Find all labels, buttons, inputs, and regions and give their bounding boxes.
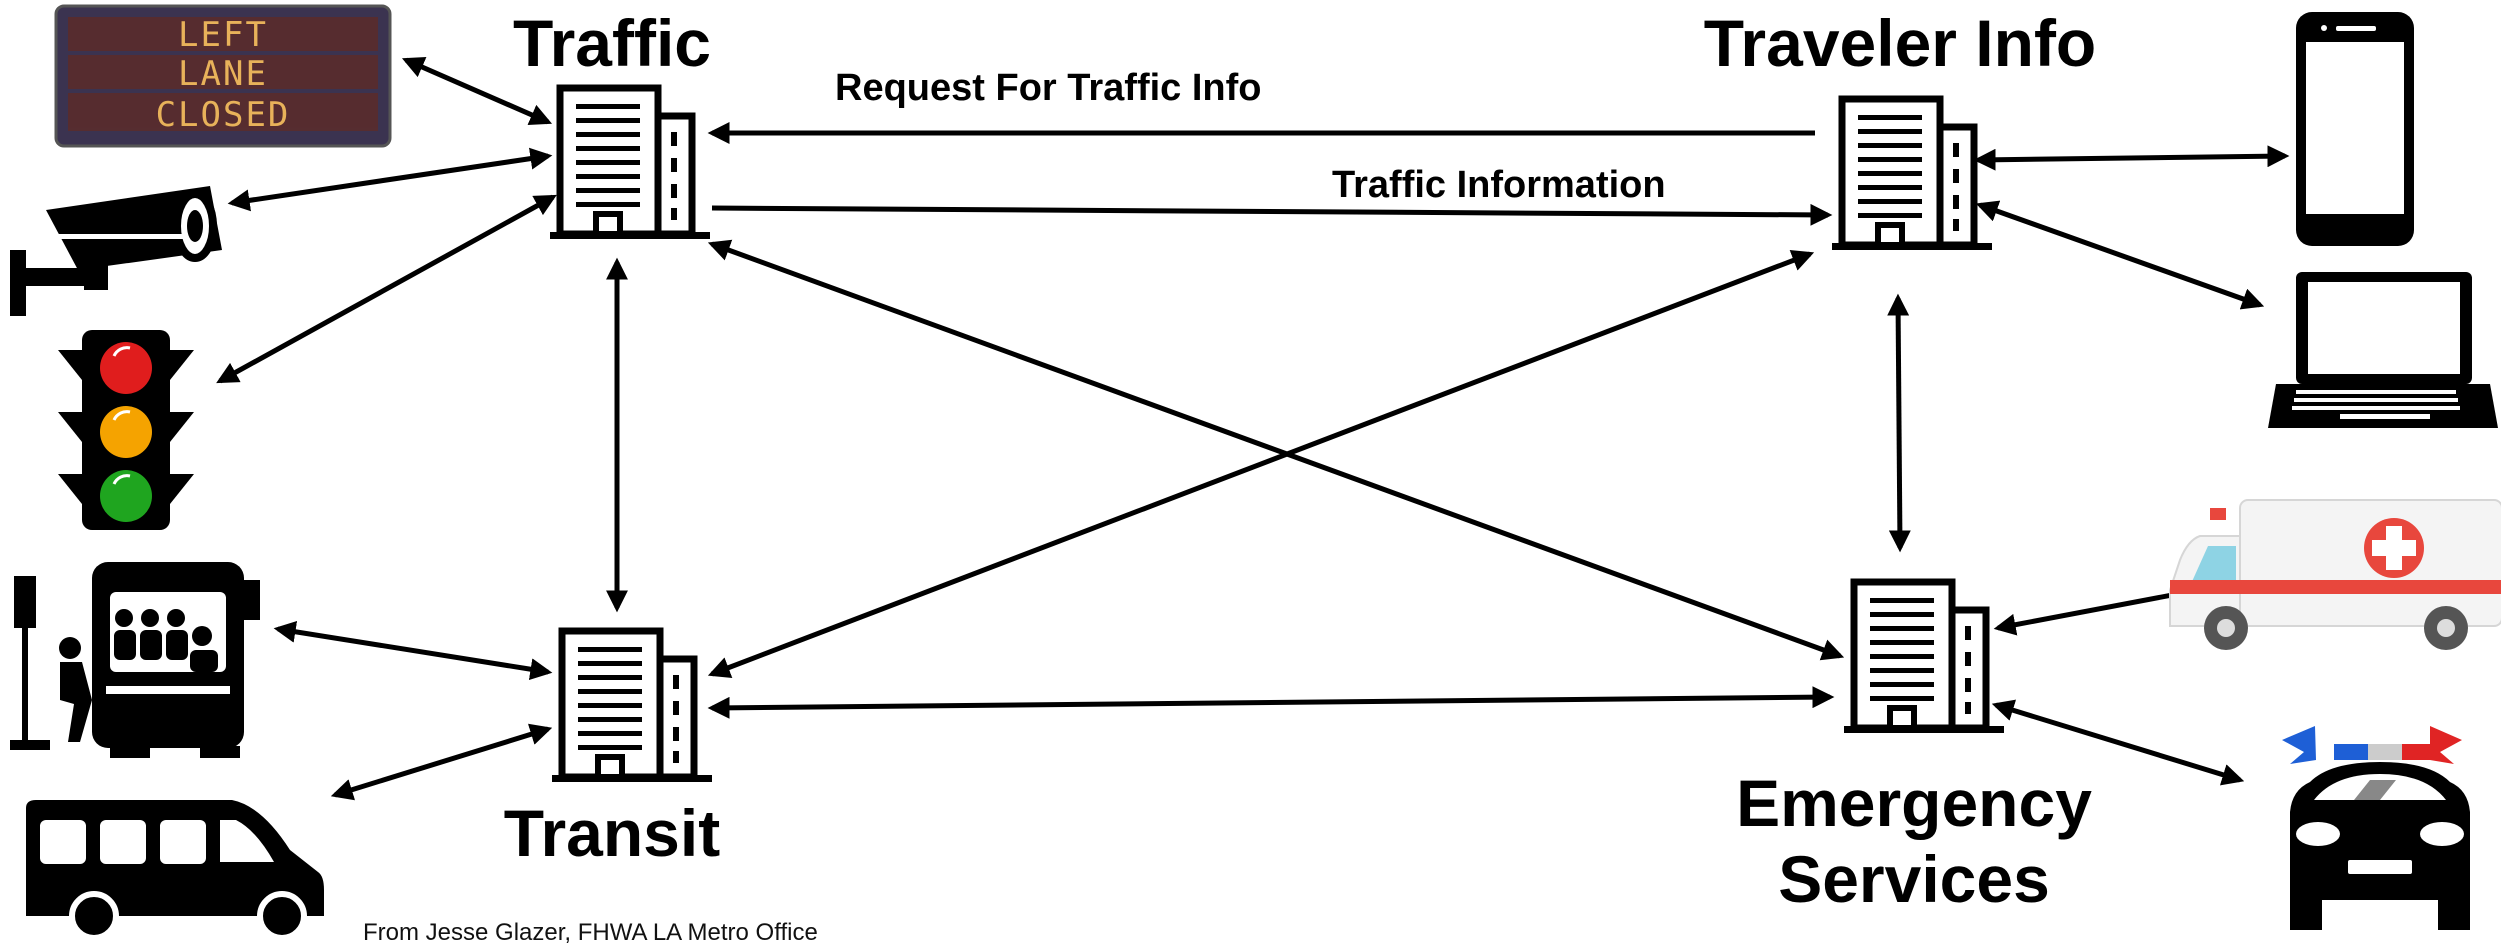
van-icon: [26, 800, 324, 941]
arrow-traveler-laptop: [1975, 200, 2265, 310]
building-icon: [552, 631, 712, 782]
building-icon: [1844, 582, 2004, 733]
arrow-traveler-emergency: [1887, 293, 1911, 553]
emergency-title-line2: Services: [1778, 842, 2050, 916]
arrow-camera-traffic: [227, 147, 553, 212]
transit-title: Transit: [504, 796, 720, 870]
traveler-info-center: Traveler Info: [1704, 6, 2097, 250]
arrow-traffic-information: [711, 203, 1833, 226]
arrow-van-transit: [330, 723, 553, 801]
traffic-light-icon: [58, 330, 194, 530]
sign-line-2: LANE: [178, 54, 268, 94]
traffic-title: Traffic: [513, 6, 711, 80]
ambulance-icon: [2169, 499, 2501, 650]
credit-text: From Jesse Glazer, FHWA LA Metro Office: [363, 919, 818, 943]
arrow-signal-traffic: [216, 194, 557, 384]
arrow-transit-traveler-info: [707, 250, 1815, 678]
emergency-title-line1: Emergency: [1736, 766, 2092, 840]
police-car-icon: [2282, 726, 2470, 930]
emergency-services-center: Emergency Services: [1736, 582, 2092, 916]
arrow-sign-traffic: [401, 56, 553, 126]
arrow-emergency-police: [1991, 699, 2245, 786]
transit-center: Transit: [504, 631, 720, 870]
traffic-center: Traffic: [513, 6, 711, 239]
building-icon: [1832, 99, 1992, 250]
sign-line-3: CLOSED: [156, 95, 291, 135]
bus-icon: [10, 562, 260, 758]
message-sign-icon: LEFT LANE CLOSED: [54, 4, 392, 148]
traveler-info-title: Traveler Info: [1704, 6, 2097, 80]
arrow-bus-transit: [273, 620, 553, 681]
sign-line-1: LEFT: [178, 15, 268, 55]
flow-label-information: Traffic Information: [1332, 164, 1666, 206]
smartphone-icon: [2296, 12, 2414, 246]
arrow-traveler-phone: [1973, 145, 2290, 171]
laptop-icon: [2268, 272, 2498, 428]
flow-arrows: [216, 56, 2290, 801]
arrow-transit-emergency: [707, 686, 1835, 719]
flow-label-request: Request For Traffic Info: [835, 67, 1261, 109]
building-icon: [550, 88, 710, 239]
cctv-camera-icon: [10, 186, 222, 316]
